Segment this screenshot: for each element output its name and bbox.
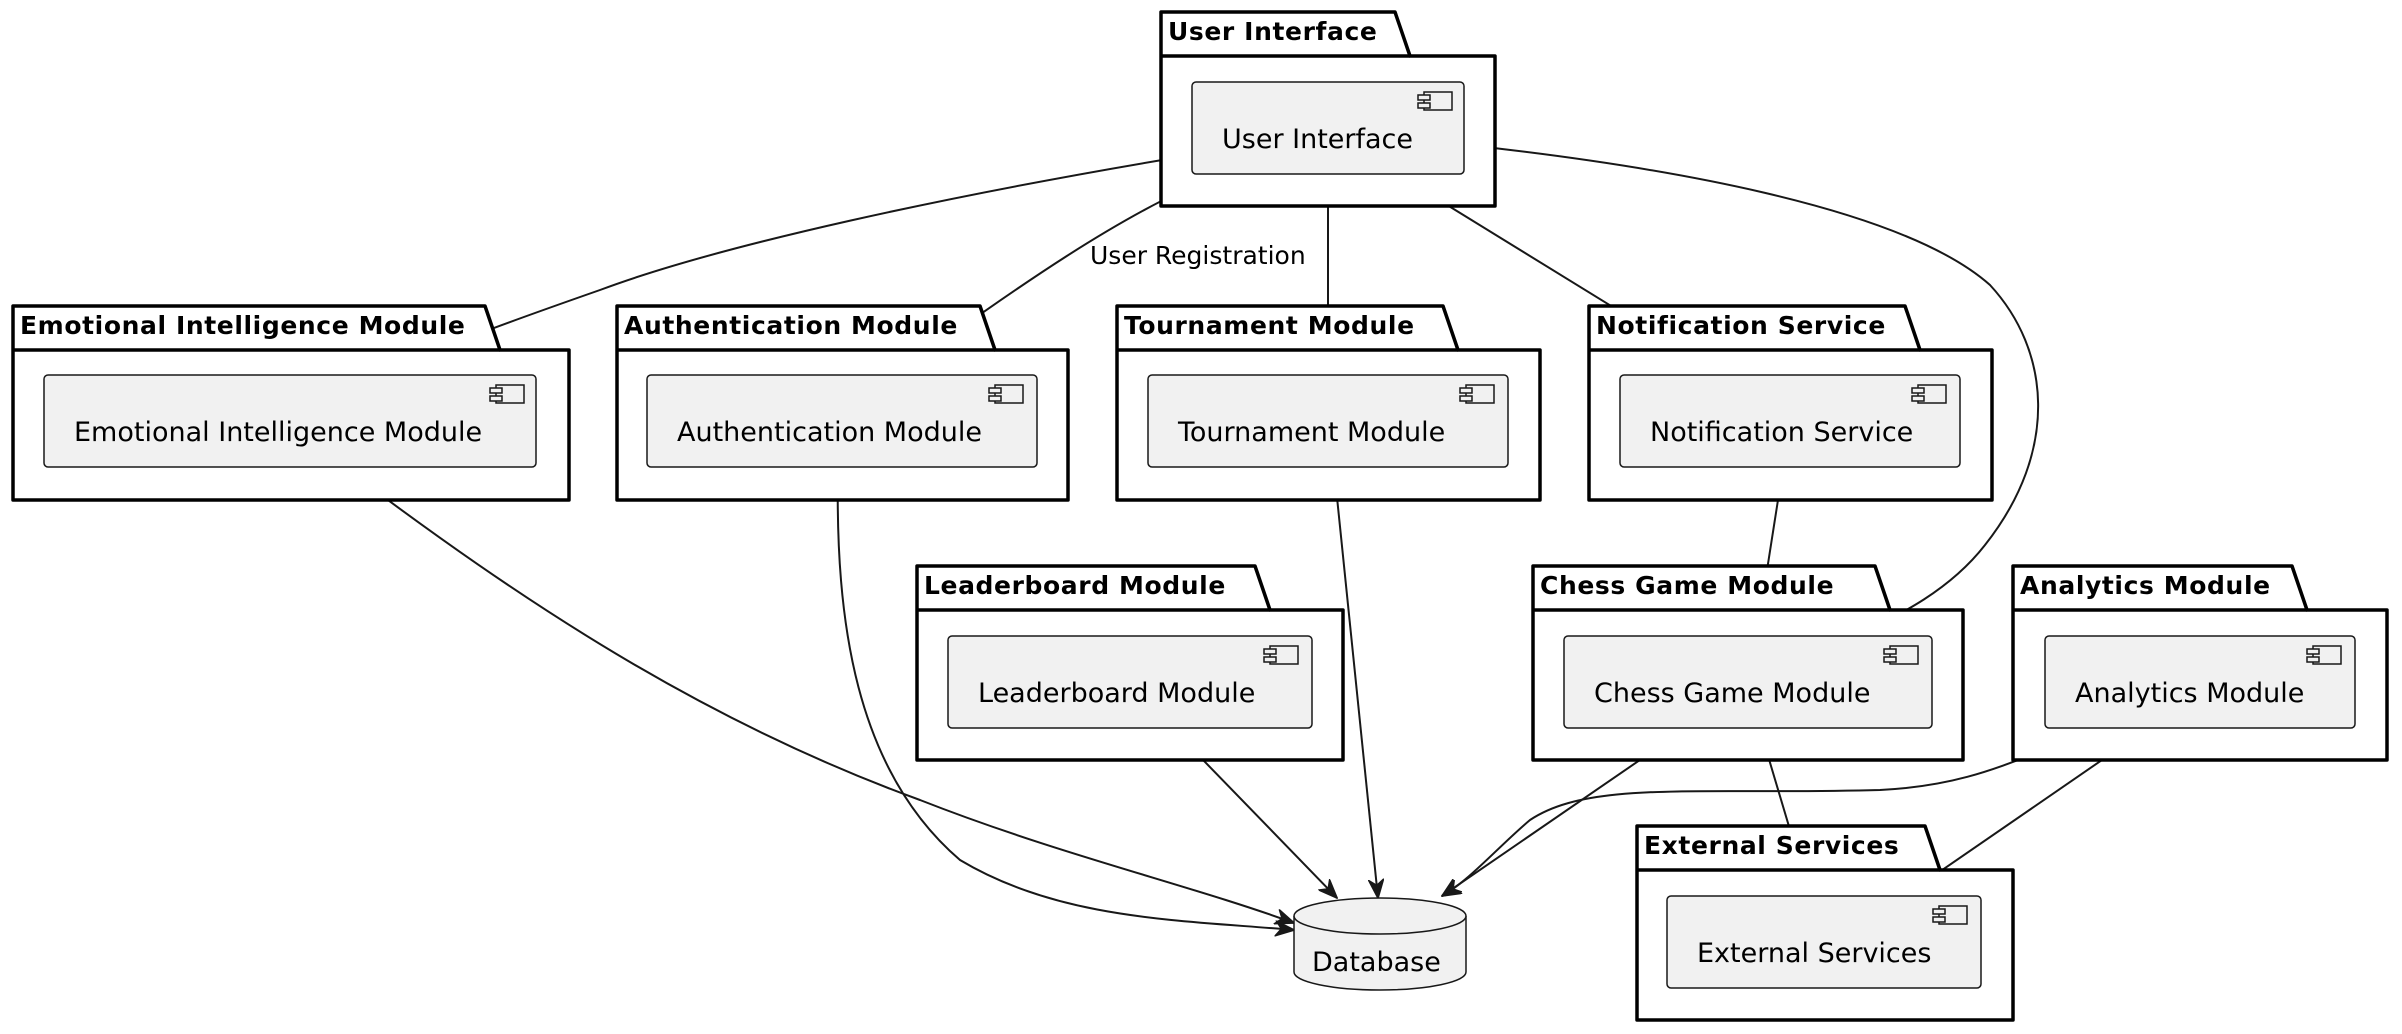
component-leaderboard[interactable]: Leaderboard Module xyxy=(947,635,1313,729)
package-title: Analytics Module xyxy=(2020,571,2271,600)
package-user-interface: User Interface User Interface xyxy=(1159,10,1497,208)
package-leaderboard: Leaderboard Module Leaderboard Module xyxy=(915,564,1345,762)
edge-ui-to-chessgame xyxy=(1466,144,2040,635)
component-external-services[interactable]: External Services xyxy=(1666,895,1982,989)
component-label: Notification Service xyxy=(1650,417,1913,448)
component-notification[interactable]: Notification Service xyxy=(1619,374,1961,468)
component-label: External Services xyxy=(1697,938,1931,969)
edge-authentication-to-database xyxy=(836,467,1294,930)
package-analytics: Analytics Module Analytics Module xyxy=(2011,564,2389,762)
package-title: User Interface xyxy=(1168,17,1377,46)
package-title: External Services xyxy=(1644,831,1899,860)
package-title: Tournament Module xyxy=(1124,311,1415,340)
component-chess-game[interactable]: Chess Game Module xyxy=(1563,635,1933,729)
component-label: Tournament Module xyxy=(1177,417,1445,448)
edge-label-user-registration: User Registration xyxy=(1090,241,1306,270)
edge-emotional-to-database xyxy=(344,467,1294,923)
component-label: Authentication Module xyxy=(677,417,982,448)
package-title: Notification Service xyxy=(1596,311,1886,340)
package-chess-game: Chess Game Module Chess Game Module xyxy=(1531,564,1965,762)
package-title: Authentication Module xyxy=(624,311,958,340)
edges: User Registration xyxy=(344,144,2148,930)
database[interactable]: Database xyxy=(1293,897,1467,991)
component-label: User Interface xyxy=(1222,124,1413,155)
component-emotional-intelligence[interactable]: Emotional Intelligence Module xyxy=(43,374,537,468)
package-external-services: External Services External Services xyxy=(1635,824,2015,1022)
package-tournament: Tournament Module Tournament Module xyxy=(1115,304,1542,502)
package-title: Chess Game Module xyxy=(1540,571,1834,600)
edge-analytics-to-database xyxy=(1442,728,2104,896)
package-notification: Notification Service Notification Servic… xyxy=(1587,304,1994,502)
edge-tournament-to-database xyxy=(1333,467,1378,898)
component-analytics[interactable]: Analytics Module xyxy=(2044,635,2356,729)
component-label: Analytics Module xyxy=(2075,678,2304,709)
component-label: Leaderboard Module xyxy=(978,678,1255,709)
component-label: Emotional Intelligence Module xyxy=(74,417,482,448)
component-authentication[interactable]: Authentication Module xyxy=(646,374,1038,468)
component-user-interface[interactable]: User Interface xyxy=(1191,81,1465,175)
component-tournament[interactable]: Tournament Module xyxy=(1147,374,1509,468)
package-authentication: Authentication Module Authentication Mod… xyxy=(615,304,1070,502)
package-title: Emotional Intelligence Module xyxy=(20,311,465,340)
database-label: Database xyxy=(1312,947,1441,978)
component-label: Chess Game Module xyxy=(1594,678,1870,709)
package-emotional-intelligence: Emotional Intelligence Module Emotional … xyxy=(11,304,571,502)
package-title: Leaderboard Module xyxy=(924,571,1226,600)
